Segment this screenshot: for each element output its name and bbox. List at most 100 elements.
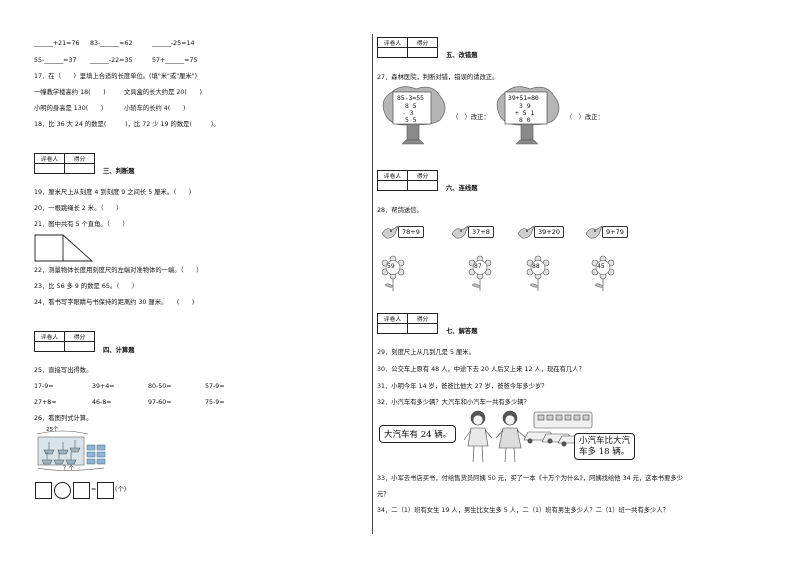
card-1[interactable]: 78+9 xyxy=(398,226,424,238)
flower-icon xyxy=(381,255,405,291)
calc-6: 46-8= xyxy=(92,399,112,406)
speech-bubble-1: 大汽车有 24 辆。 xyxy=(379,425,457,443)
q16-blank-2: 83-______=62 xyxy=(90,40,133,47)
score-label: 得分 xyxy=(64,153,95,164)
calc-3: 80-50= xyxy=(148,383,172,390)
tree-1-line-3: - 3 xyxy=(402,109,414,117)
flower-2-value: 87 xyxy=(474,263,482,270)
question-28: 28．帮鸽送信。 xyxy=(377,207,423,214)
flower-1-value: 59 xyxy=(387,263,395,270)
grader-cell[interactable] xyxy=(34,163,65,174)
question-17a: 一幢教学楼高约 18( ) xyxy=(34,89,106,96)
grader-label: 评卷人 xyxy=(377,313,408,324)
score-cell[interactable] xyxy=(407,180,438,191)
flower-4-value: 45 xyxy=(597,263,605,270)
question-30: 30．公交车上原有 48 人，中途下去 20 人后又上来 12 人，现在有几人？ xyxy=(377,366,585,373)
tree-2-line-2: 3 9 xyxy=(519,102,531,110)
pigeon-icon xyxy=(451,225,469,239)
question-21: 21．图中共有 5 个直角。（ ） xyxy=(34,221,129,228)
grader-label: 评卷人 xyxy=(377,170,408,181)
question-17b: 文具盒的长大约是 20( ) xyxy=(124,89,202,96)
question-29: 29．刻度尺上从几到几是 5 厘米。 xyxy=(377,349,475,356)
question-20: 20．一根跳绳长 2 米。（ ） xyxy=(34,205,123,212)
grader-label: 评卷人 xyxy=(34,153,65,164)
q16-blank-5: ______-22=35 xyxy=(90,57,133,64)
question-27: 27．森林医院，判断对错，错误的请改正。 xyxy=(377,74,499,81)
q16-blank-4: 55-______=37 xyxy=(34,57,77,64)
operator-circle[interactable] xyxy=(54,482,71,499)
boats-picture xyxy=(36,430,106,471)
question-25: 25．直接写出得数。 xyxy=(34,367,93,374)
tree-1-line-2: 8 5 xyxy=(405,102,417,110)
pigeon-icon xyxy=(381,225,399,239)
section-6-title: 六、连线题 xyxy=(446,185,478,192)
q16-blank-1: ______+21=76 xyxy=(34,40,80,47)
calc-4: 57-9= xyxy=(205,383,225,390)
card-2[interactable]: 37+8 xyxy=(468,226,494,238)
grader-cell[interactable] xyxy=(34,341,65,352)
score-label: 得分 xyxy=(407,313,438,324)
calc-1: 17-9= xyxy=(34,383,54,390)
answer-box-1[interactable] xyxy=(35,482,52,499)
grader-cell[interactable] xyxy=(377,180,408,191)
question-19: 19．厘米尺上从刻度 4 到刻度 9 之间长 5 厘米。（ ） xyxy=(34,189,196,196)
score-table: 评卷人得分 xyxy=(377,37,438,58)
grader-cell[interactable] xyxy=(377,47,408,58)
label-question: ？个 xyxy=(63,466,75,472)
speech-bubble-2: 小汽车比大汽 车多 18 辆。 xyxy=(574,433,636,461)
question-17d: 小轿车的长约 4( ) xyxy=(124,105,186,112)
calc-5: 27+8= xyxy=(34,399,57,406)
answer-box-2[interactable] xyxy=(73,482,90,499)
q16-blank-3: ______-25=14 xyxy=(152,40,195,47)
pigeon-icon xyxy=(517,225,535,239)
card-4[interactable]: 9+79 xyxy=(602,226,628,238)
tree-2-equation: 39+51=80 xyxy=(508,94,539,102)
score-cell[interactable] xyxy=(407,323,438,334)
section-4-title: 四、计算题 xyxy=(103,347,135,354)
tree-2-line-4: 8 0 xyxy=(519,116,531,124)
children-illustration xyxy=(463,410,527,463)
tree-1-illustration xyxy=(382,86,446,145)
label-25: 25个 xyxy=(46,427,59,433)
score-cell[interactable] xyxy=(407,47,438,58)
column-divider xyxy=(372,34,373,534)
section-5-title: 五、改错题 xyxy=(446,52,478,59)
cars-illustration xyxy=(523,411,593,447)
score-cell[interactable] xyxy=(64,163,95,174)
score-label: 得分 xyxy=(64,331,95,342)
fix-label-1: （ ）改正： xyxy=(452,114,490,121)
question-18: 18．比 36 大 24 的数是( )，比 72 少 19 的数是( )。 xyxy=(34,121,220,128)
equals-sign: = xyxy=(91,486,97,493)
unit-label: (个) xyxy=(115,486,127,493)
question-31: 31．小明今年 14 岁，爸爸比他大 27 岁，爸爸今年多少岁？ xyxy=(377,383,548,390)
tree-1-equation: 85-3=55 xyxy=(397,94,424,102)
fix-label-2: （ ）改正： xyxy=(566,114,604,121)
flower-3-value: 88 xyxy=(532,263,540,270)
question-32: 32．小汽车有多少辆？大汽车和小汽车一共有多少辆？ xyxy=(377,399,530,406)
tree-2-line-3: + 5 1 xyxy=(515,109,535,117)
question-22: 22．测量物体长度用刻度尺的左端对准物体的一端。（ ） xyxy=(34,267,203,274)
score-cell[interactable] xyxy=(64,341,95,352)
question-23: 23．比 56 多 9 的数是 65。（ ） xyxy=(34,283,139,290)
pigeon-icon xyxy=(585,225,603,239)
score-table: 评卷人得分 xyxy=(377,313,438,334)
grader-cell[interactable] xyxy=(377,323,408,334)
flower-icon xyxy=(526,255,550,291)
card-3[interactable]: 39+20 xyxy=(534,226,564,238)
q16-blank-6: 57+______=75 xyxy=(152,57,198,64)
calc-2: 39+4= xyxy=(92,383,115,390)
question-33-line-1: 33．小军去书店买书，付给售货员阿姨 50 元，买了一本《十万个为什么》，阿姨找… xyxy=(377,475,683,482)
question-33-line-2: 元？ xyxy=(377,491,390,498)
question-17c: 小明的身高是 130( ) xyxy=(34,105,104,112)
section-3-title: 三、判断题 xyxy=(103,168,135,175)
tree-2-illustration xyxy=(496,86,560,145)
question-17: 17．在（ ）里填上合适的长度单位。(填"米"或"厘米") xyxy=(34,73,198,80)
calc-7: 97-60= xyxy=(148,399,172,406)
score-table: 评卷人得分 xyxy=(34,331,95,352)
calc-8: 75-9= xyxy=(205,399,225,406)
right-angle-figure xyxy=(34,234,94,262)
flower-icon xyxy=(591,255,615,291)
bubble-2-line-1: 小汽车比大汽 xyxy=(579,436,631,446)
score-table: 评卷人得分 xyxy=(377,170,438,191)
answer-box-3[interactable] xyxy=(97,482,114,499)
